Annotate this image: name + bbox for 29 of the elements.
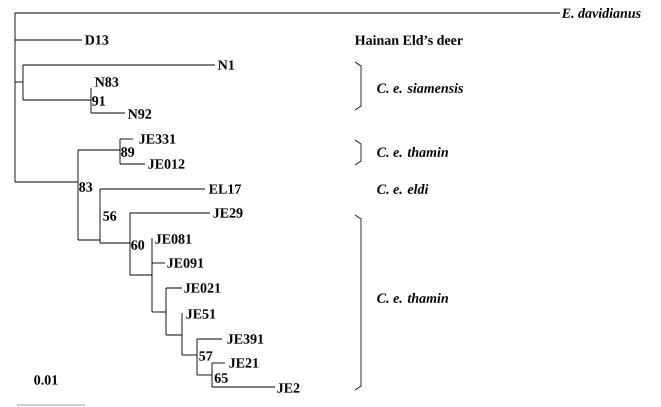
bootstrap-value: 91 xyxy=(92,96,105,106)
bootstrap-value: 57 xyxy=(199,351,212,361)
leaf-label: JE2 xyxy=(277,383,300,393)
clade-label: C. e. siamensis xyxy=(377,83,463,93)
leaf-label: JE331 xyxy=(139,134,176,144)
species-label: C. e. eldi xyxy=(377,184,428,194)
bootstrap-value: 65 xyxy=(214,373,228,383)
leaf-label: D13 xyxy=(84,35,108,45)
clade-label: C. e. thamin xyxy=(377,293,448,303)
leaf-label: JE51 xyxy=(186,309,216,319)
leaf-label: JE081 xyxy=(155,234,192,244)
scale-label: 0.01 xyxy=(34,375,58,385)
clade-label: C. e. thamin xyxy=(377,147,448,157)
leaf-label: JE29 xyxy=(213,208,243,218)
leaf-label: N83 xyxy=(94,77,118,87)
leaf-label: JE391 xyxy=(227,334,264,344)
species-label: E. davidianus xyxy=(562,8,641,18)
leaf-label: JE021 xyxy=(184,283,220,293)
bootstrap-value: 56 xyxy=(103,211,116,221)
leaf-label: N92 xyxy=(128,109,152,119)
leaf-label: EL17 xyxy=(208,184,242,194)
leaf-label: JE21 xyxy=(229,358,258,368)
bootstrap-value: 60 xyxy=(131,240,144,250)
leaf-label: JE012 xyxy=(148,159,184,169)
bootstrap-value: 83 xyxy=(79,182,92,192)
leaf-label: N1 xyxy=(218,60,234,70)
leaf-label: JE091 xyxy=(167,258,204,268)
species-label: Hainan Eld’s deer xyxy=(354,35,463,45)
bootstrap-value: 89 xyxy=(121,147,134,157)
